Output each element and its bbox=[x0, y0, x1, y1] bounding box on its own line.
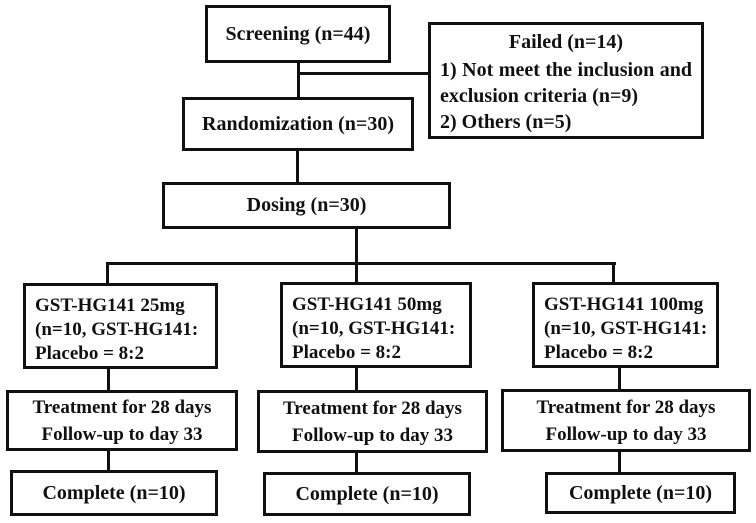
arm-50mg-box: GST-HG141 50mg (n=10, GST-HG141: Placebo… bbox=[280, 282, 472, 368]
arm-100mg-line-3: Placebo = 8:2 bbox=[544, 342, 653, 363]
connector-distribution-arm-50mg bbox=[355, 262, 358, 283]
arm-100mg-line-1: GST-HG141 100mg bbox=[544, 294, 704, 315]
connector-arm-50mg-treatment bbox=[355, 367, 358, 391]
arm-25mg-box: GST-HG141 25mg (n=10, GST-HG141: Placebo… bbox=[23, 283, 218, 369]
dosing-label: Dosing (n=30) bbox=[246, 194, 367, 216]
arm-100mg-box: GST-HG141 100mg (n=10, GST-HG141: Placeb… bbox=[532, 282, 719, 368]
treatment-1-line-2: Follow-up to day 33 bbox=[41, 423, 203, 445]
treatment-1-line-1: Treatment for 28 days bbox=[32, 396, 212, 418]
failed-title: Failed (n=14) bbox=[508, 31, 624, 53]
screening-label: Screening (n=44) bbox=[225, 22, 371, 45]
treatment-2-line-1: Treatment for 28 days bbox=[283, 397, 462, 419]
arm-50mg-line-1: GST-HG141 50mg bbox=[292, 294, 442, 315]
treatment-box-3: Treatment for 28 days Follow-up to day 3… bbox=[501, 389, 751, 452]
failed-item-2: 2) Others (n=5) bbox=[440, 111, 572, 133]
randomization-label: Randomization (n=30) bbox=[202, 112, 394, 135]
arm-100mg-line-2: (n=10, GST-HG141: bbox=[544, 318, 708, 339]
connector-treatment2-complete bbox=[355, 452, 358, 473]
complete-1-label: Complete (n=10) bbox=[42, 481, 186, 504]
connector-distribution-horizontal bbox=[106, 262, 616, 265]
arm-25mg-line-3: Placebo = 8:2 bbox=[35, 343, 144, 364]
arm-50mg-line-2: (n=10, GST-HG141: bbox=[292, 318, 456, 339]
failed-box: Failed (n=14) 1) Not meet the inclusion … bbox=[428, 22, 704, 139]
failed-item-1: 1) Not meet the inclusion and exclusion … bbox=[440, 59, 692, 107]
treatment-box-1: Treatment for 28 days Follow-up to day 3… bbox=[6, 390, 238, 451]
arm-25mg-line-2: (n=10, GST-HG141: bbox=[35, 319, 199, 340]
treatment-box-2: Treatment for 28 days Follow-up to day 3… bbox=[257, 390, 488, 453]
treatment-2-line-2: Follow-up to day 33 bbox=[292, 424, 453, 446]
connector-arm-100mg-treatment bbox=[618, 367, 621, 390]
treatment-3-line-1: Treatment for 28 days bbox=[536, 396, 716, 418]
screening-box: Screening (n=44) bbox=[205, 5, 391, 63]
connector-screening-failed bbox=[298, 72, 429, 75]
connector-treatment3-complete bbox=[618, 451, 621, 473]
treatment-3-line-2: Follow-up to day 33 bbox=[545, 423, 707, 445]
arm-25mg-line-1: GST-HG141 25mg bbox=[35, 295, 185, 316]
arm-50mg-line-3: Placebo = 8:2 bbox=[292, 342, 401, 363]
connector-arm-25mg-treatment bbox=[107, 368, 110, 391]
complete-2-label: Complete (n=10) bbox=[295, 482, 439, 505]
complete-box-2: Complete (n=10) bbox=[263, 472, 471, 516]
connector-dosing-distribution bbox=[355, 228, 358, 265]
complete-3-label: Complete (n=10) bbox=[568, 481, 713, 504]
randomization-box: Randomization (n=30) bbox=[182, 97, 414, 151]
connector-treatment1-complete bbox=[107, 450, 110, 471]
connector-screening-randomization bbox=[297, 61, 300, 98]
connector-distribution-arm-100mg bbox=[612, 262, 615, 283]
dosing-box: Dosing (n=30) bbox=[162, 182, 451, 229]
connector-distribution-arm-25mg bbox=[106, 262, 109, 284]
complete-box-1: Complete (n=10) bbox=[10, 470, 218, 516]
connector-randomization-dosing bbox=[296, 150, 299, 183]
complete-box-3: Complete (n=10) bbox=[545, 472, 736, 514]
